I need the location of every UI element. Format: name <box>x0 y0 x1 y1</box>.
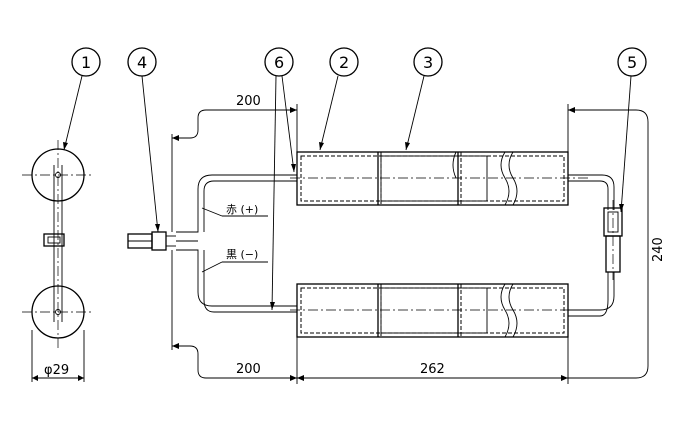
svg-text:6: 6 <box>274 53 284 72</box>
svg-text:2: 2 <box>339 53 349 72</box>
dim-bottom-200: 200 <box>171 250 298 384</box>
dim-262: 262 <box>297 337 569 384</box>
callout-5: 5 <box>617 47 647 213</box>
callout-2: 2 <box>319 47 359 151</box>
callout-3: 3 <box>405 47 443 151</box>
label-sleeve-top <box>380 155 488 202</box>
end-view-connector <box>43 233 65 247</box>
black-negative-label: 黒 (−) <box>226 248 258 261</box>
svg-text:240: 240 <box>651 237 666 262</box>
svg-text:3: 3 <box>423 53 433 72</box>
svg-text:4: 4 <box>137 53 147 72</box>
dim-diameter: φ29 <box>44 363 69 378</box>
wire-label-black: 黒 (−) <box>201 248 268 273</box>
main-connector <box>127 231 176 251</box>
svg-text:200: 200 <box>236 362 261 377</box>
dim-240: 240 <box>567 104 666 379</box>
callout-4: 4 <box>127 47 160 233</box>
dim-top-200: 200 <box>171 94 298 232</box>
inline-connector <box>603 200 623 280</box>
callout-6: 6 <box>264 47 296 311</box>
svg-text:1: 1 <box>81 53 91 72</box>
callout-1: 1 <box>63 47 101 151</box>
svg-text:200: 200 <box>236 94 261 109</box>
cell-assembly-bottom <box>290 283 590 338</box>
end-view: φ29 <box>22 140 94 382</box>
label-sleeve-bottom <box>380 287 488 334</box>
lead-wires <box>176 174 615 317</box>
wire-label-red: 赤 (+) <box>201 203 268 217</box>
svg-text:5: 5 <box>627 53 637 72</box>
cell-assembly-top <box>290 151 590 206</box>
red-positive-label: 赤 (+) <box>226 203 258 216</box>
svg-text:262: 262 <box>420 362 445 377</box>
